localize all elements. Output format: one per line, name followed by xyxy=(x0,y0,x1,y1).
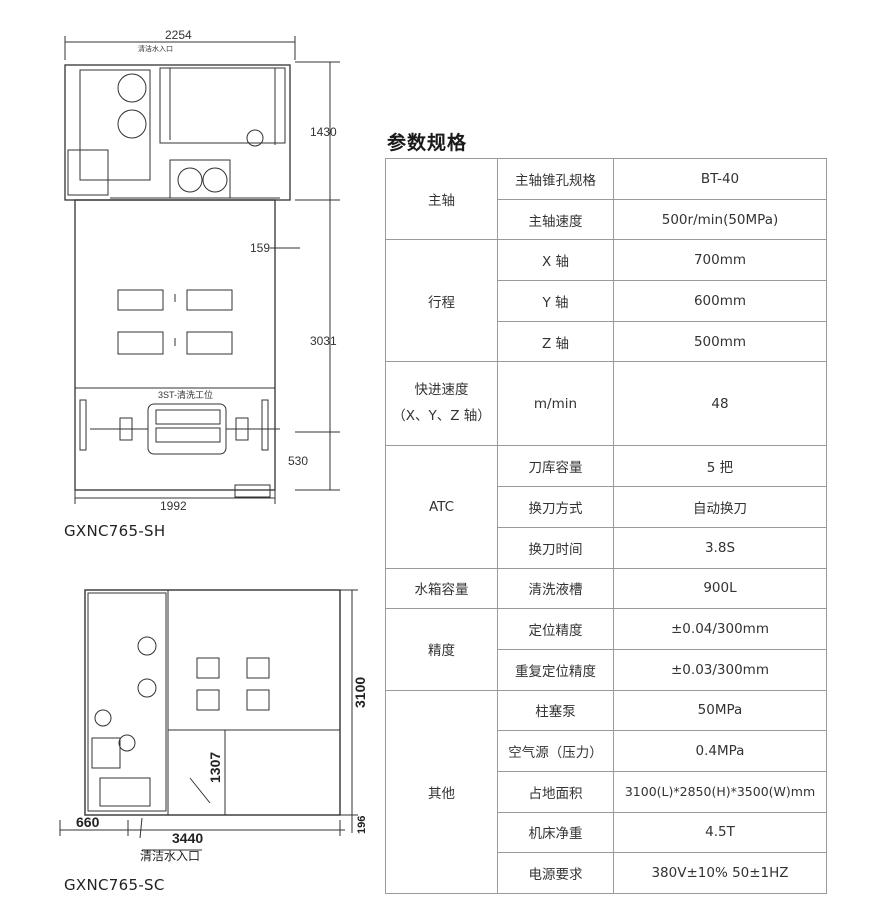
table-row: ATC 刀库容量 5 把 xyxy=(385,445,827,569)
dim-sc-small: 196 xyxy=(356,816,368,834)
item-cell: 清洗液槽 xyxy=(497,567,614,610)
item-cell: 主轴锥孔规格 xyxy=(497,158,614,200)
dim-h2: 159 xyxy=(250,241,270,255)
category-cell: 主轴 xyxy=(385,157,498,241)
inlet-label-bottom: 清洁水入口 xyxy=(140,849,200,863)
value-cell: 3.8S xyxy=(613,526,827,569)
item-cell: 刀库容量 xyxy=(497,445,614,488)
table-row: 电源要求 380V±10% 50±1HZ xyxy=(386,852,827,894)
dim-sc-inner: 1307 xyxy=(207,752,223,783)
table-row: 重复定位精度 ±0.03/300mm xyxy=(386,648,827,691)
dim-h1: 1430 xyxy=(310,125,337,139)
value-cell: ±0.03/300mm xyxy=(613,648,827,691)
item-cell: 定位精度 xyxy=(497,608,614,650)
item-cell: X 轴 xyxy=(497,239,614,282)
dim-bottom-width: 1992 xyxy=(160,499,187,513)
machine-drawing-sh: 2254 1430 159 3031 530 1992 清洁水入口 3ST-清洗… xyxy=(64,28,340,513)
value-cell: BT-40 xyxy=(613,158,827,200)
value-cell: 600mm xyxy=(613,280,827,322)
value-cell: 900L xyxy=(613,567,827,610)
table-row: 机床净重 4.5T xyxy=(386,811,827,854)
category-cell: ATC xyxy=(385,445,498,569)
item-cell: m/min xyxy=(497,361,614,447)
value-cell: 自动换刀 xyxy=(613,486,827,528)
item-cell: 空气源（压力） xyxy=(497,730,614,772)
table-row: 水箱容量 清洗液槽 900L xyxy=(385,567,827,610)
item-cell: 换刀方式 xyxy=(497,486,614,528)
dim-h4: 530 xyxy=(288,454,308,468)
category-line1: 快进速度 xyxy=(414,382,469,399)
item-cell: 换刀时间 xyxy=(497,526,614,569)
inlet-label-top: 清洁水入口 xyxy=(138,44,173,53)
item-cell: 主轴速度 xyxy=(497,198,614,241)
dim-h3: 3031 xyxy=(310,334,337,348)
category-cell: 水箱容量 xyxy=(385,567,498,610)
table-row: 快进速度 （X、Y、Z 轴） m/min 48 xyxy=(385,361,827,447)
item-cell: 柱塞泵 xyxy=(497,689,614,732)
category-line2: （X、Y、Z 轴） xyxy=(392,407,491,424)
dim-sc-height: 3100 xyxy=(352,677,368,708)
dim-sc-width: 3440 xyxy=(172,830,203,846)
value-cell: 700mm xyxy=(613,239,827,282)
category-cell: 快进速度 （X、Y、Z 轴） xyxy=(385,361,498,447)
value-cell: 3100(L)*2850(H)*3500(W)mm xyxy=(613,770,827,813)
item-cell: Z 轴 xyxy=(497,320,614,363)
dim-sc-left: 660 xyxy=(76,814,100,830)
item-cell: 机床净重 xyxy=(497,811,614,854)
table-row: 占地面积 3100(L)*2850(H)*3500(W)mm xyxy=(386,770,827,813)
spec-table: 主轴 主轴锥孔规格 BT-40 主轴速度 500r/min(50MPa) 行程 … xyxy=(385,157,827,895)
table-row: Z 轴 500mm xyxy=(386,320,827,363)
value-cell: 0.4MPa xyxy=(613,730,827,772)
value-cell: 380V±10% 50±1HZ xyxy=(613,852,827,894)
item-cell: 占地面积 xyxy=(497,770,614,813)
table-row: 行程 X 轴 700mm xyxy=(385,239,827,363)
dim-top-width: 2254 xyxy=(165,28,192,42)
category-cell: 其他 xyxy=(385,689,498,895)
machine-drawing-sc: 3100 1307 660 3440 196 清洁水入口 xyxy=(59,589,368,863)
table-row: 空气源（压力） 0.4MPa xyxy=(386,730,827,772)
category-cell: 行程 xyxy=(385,239,498,363)
table-row: Y 轴 600mm xyxy=(386,280,827,322)
value-cell: ±0.04/300mm xyxy=(613,608,827,650)
table-row: 其他 柱塞泵 50MPa xyxy=(385,689,827,895)
value-cell: 50MPa xyxy=(613,689,827,732)
model-label-sc: GXNC765-SC xyxy=(64,876,165,894)
value-cell: 4.5T xyxy=(613,811,827,854)
item-cell: 电源要求 xyxy=(497,852,614,894)
model-label-sh: GXNC765-SH xyxy=(64,522,166,540)
table-row: 精度 定位精度 ±0.04/300mm xyxy=(385,608,827,691)
value-cell: 5 把 xyxy=(613,445,827,488)
station-label: 3ST-清洗工位 xyxy=(158,389,213,400)
table-row: 主轴 主轴锥孔规格 BT-40 xyxy=(385,157,827,241)
spec-title: 参数规格 xyxy=(387,132,468,154)
item-cell: Y 轴 xyxy=(497,280,614,322)
value-cell: 48 xyxy=(613,361,827,447)
value-cell: 500r/min(50MPa) xyxy=(613,198,827,241)
value-cell: 500mm xyxy=(613,320,827,363)
category-cell: 精度 xyxy=(385,608,498,691)
item-cell: 重复定位精度 xyxy=(497,648,614,691)
